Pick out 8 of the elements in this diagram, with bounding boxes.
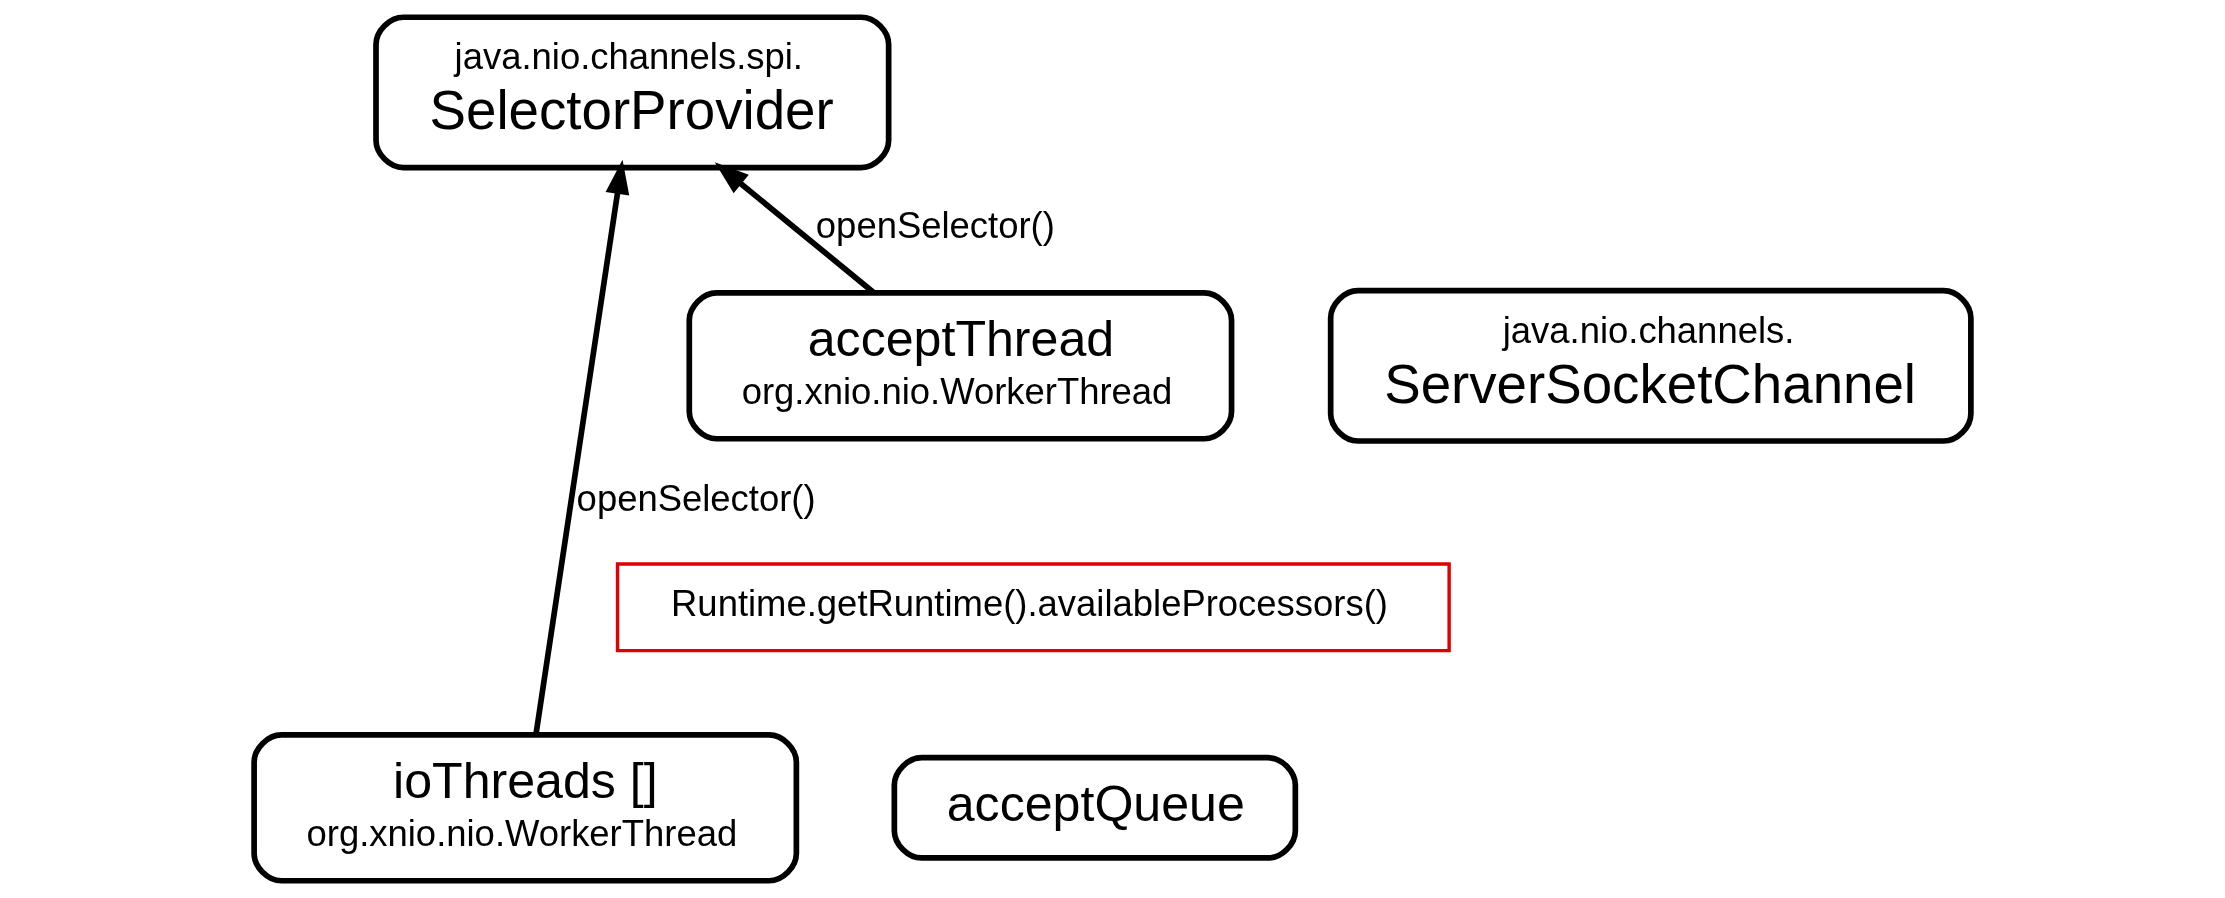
node-box: java.nio.channels.spi. SelectorProvider <box>373 14 892 171</box>
node-box: ioThreads [] org.xnio.nio.WorkerThread <box>251 732 800 884</box>
node-box: java.nio.channels. ServerSocketChannel <box>1327 287 1974 444</box>
node-box: acceptThread org.xnio.nio.WorkerThread <box>686 290 1235 442</box>
node-box: acceptQueue <box>891 754 1299 861</box>
node-box: Runtime.getRuntime().availableProcessors() <box>615 562 1451 653</box>
edge-label: openSelector() <box>815 204 1055 246</box>
edge-label: openSelector() <box>576 478 816 520</box>
